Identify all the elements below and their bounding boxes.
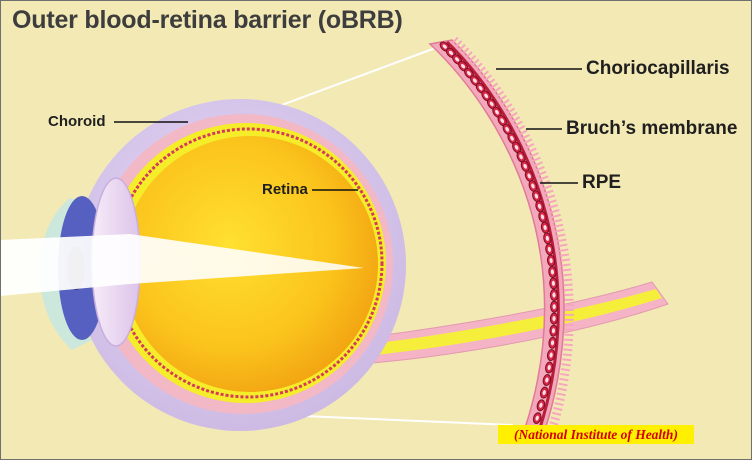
optic-nerve (329, 281, 669, 367)
rpe-label: RPE (582, 172, 622, 193)
capillary-lumen (551, 280, 556, 286)
capillary-lumen (540, 214, 545, 220)
capillary-lumen (478, 85, 483, 91)
bruchs-band (445, 40, 560, 429)
capillary-lumen (552, 316, 556, 322)
capillary-lumen (543, 225, 547, 231)
zoom-line-top (251, 46, 439, 117)
capillary-lumen (552, 292, 556, 298)
light-beam (0, 234, 364, 296)
capillary-lumen (527, 173, 531, 179)
choroid-label: Choroid (48, 113, 106, 130)
choriocapillaris-label: Choriocapillaris (586, 58, 730, 79)
retina-label: Retina (262, 181, 308, 198)
capillary-lumen (531, 183, 535, 189)
capillary-lumen (442, 44, 447, 49)
capillary-lumen (505, 126, 510, 132)
capillary-lumen (545, 235, 550, 241)
capillary-lumen (484, 93, 489, 99)
capillary-lumen (461, 63, 466, 69)
capillary-lumen (539, 402, 543, 408)
capillary-lumen (510, 135, 514, 141)
capillary-lumen (542, 390, 546, 396)
capillary-lumen (549, 258, 553, 264)
capillary-lumen (495, 109, 499, 115)
bruchs-membrane-label: Bruch’s membrane (566, 118, 738, 139)
capillary-lumen (448, 50, 454, 56)
capillary-lumen (547, 364, 551, 371)
capillary-lumen (545, 377, 549, 383)
obrb-magnified-section (428, 36, 574, 432)
capillary-lumen (523, 163, 527, 169)
capillary-lumen (550, 340, 555, 346)
capillary-lumen (500, 118, 505, 123)
diagram-title: Outer blood-retina barrier (oBRB) (12, 6, 403, 34)
capillary-lumen (552, 304, 556, 310)
capillary-lumen (537, 203, 542, 209)
choriocapillaris-vessels (439, 41, 559, 424)
source-credit: (National Institute of Health) (498, 425, 694, 444)
capillary-lumen (535, 415, 539, 421)
capillary-lumen (550, 269, 555, 275)
capillary-lumen (549, 352, 553, 358)
capillary-lumen (454, 57, 460, 62)
capillary-lumen (534, 193, 539, 199)
capillary-lumen (472, 78, 477, 83)
capillary-lumen (514, 144, 519, 150)
capillary-lumen (489, 101, 494, 107)
capillary-lumen (547, 246, 552, 252)
capillary-lumen (466, 71, 472, 76)
capillary-lumen (519, 154, 523, 160)
capillary-lumen (551, 328, 556, 334)
